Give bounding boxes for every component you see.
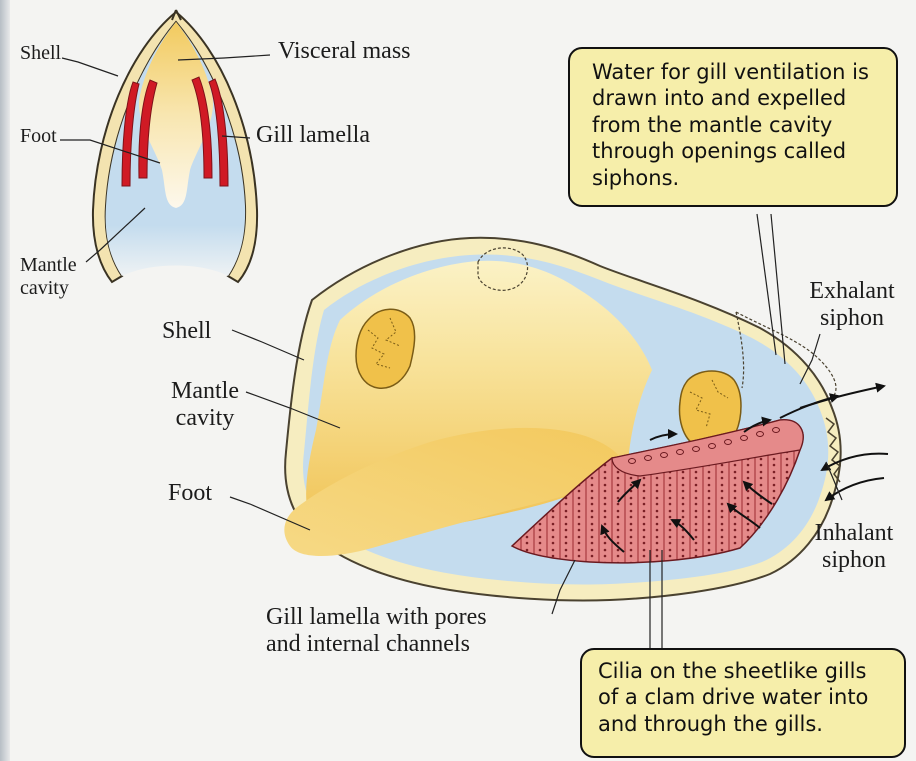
callout-ventilation-line3: from the mantle cavity — [592, 112, 896, 138]
callout-ventilation-line5: siphons. — [592, 165, 896, 191]
label-exhalant-siphon: Exhalant siphon — [796, 278, 908, 332]
label-gill-lamella-small: Gill lamella — [256, 122, 370, 149]
label-visceral-mass: Visceral mass — [278, 38, 411, 65]
label-exhalant-siphon-line2: siphon — [796, 305, 908, 332]
callout-cilia-line1: Cilia on the sheetlike gills — [598, 658, 904, 684]
callout-ventilation-line4: through openings called — [592, 138, 896, 164]
label-gill-lamella-clam: Gill lamella with pores and internal cha… — [266, 604, 487, 658]
label-mantle-cavity-small: Mantle cavity — [20, 254, 77, 299]
label-mantle-cavity-clam: Mantle cavity — [160, 378, 250, 432]
label-foot-clam: Foot — [168, 480, 212, 507]
callout-cilia: Cilia on the sheetlike gills of a clam d… — [580, 648, 906, 758]
label-shell-clam: Shell — [162, 318, 211, 345]
label-foot-small: Foot — [20, 125, 57, 148]
callout-cilia-line3: and through the gills. — [598, 711, 904, 737]
label-inhalant-siphon-line1: Inhalant — [800, 520, 908, 547]
label-gill-lamella-clam-line2: and internal channels — [266, 631, 487, 658]
callout-gill-ventilation: Water for gill ventilation is drawn into… — [568, 47, 898, 207]
label-mantle-cavity-clam-line2: cavity — [160, 405, 250, 432]
callout-ventilation-line1: Water for gill ventilation is — [592, 59, 896, 85]
label-mantle-cavity-clam-line1: Mantle — [160, 378, 250, 405]
label-gill-lamella-clam-line1: Gill lamella with pores — [266, 604, 487, 631]
label-inhalant-siphon: Inhalant siphon — [800, 520, 908, 574]
cross-section-diagram — [93, 10, 257, 282]
label-shell-small: Shell — [20, 42, 61, 65]
callout-ventilation-line2: drawn into and expelled — [592, 85, 896, 111]
label-mantle-cavity-small-line1: Mantle — [20, 254, 77, 277]
label-exhalant-siphon-line1: Exhalant — [796, 278, 908, 305]
label-mantle-cavity-small-line2: cavity — [20, 277, 77, 300]
label-inhalant-siphon-line2: siphon — [800, 547, 908, 574]
callout-cilia-line2: of a clam drive water into — [598, 684, 904, 710]
